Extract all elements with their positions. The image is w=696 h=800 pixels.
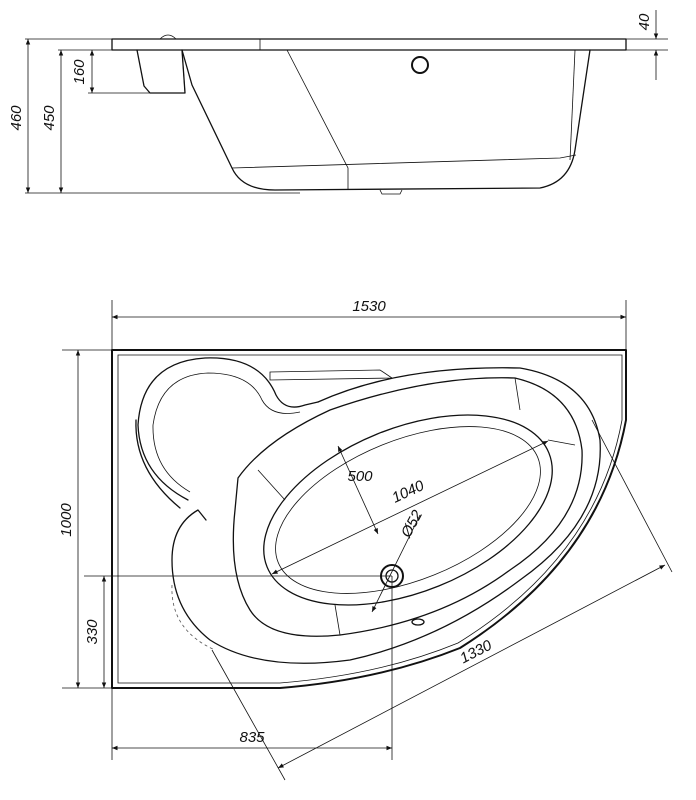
dim-rim-thickness: 40 bbox=[636, 13, 653, 30]
dim-length: 1530 bbox=[352, 298, 386, 315]
dim-offset: 330 bbox=[84, 619, 101, 645]
side-view: 460 450 160 40 bbox=[8, 10, 668, 195]
tub-outer-shell bbox=[111, 349, 627, 689]
headrest-loop bbox=[137, 357, 319, 501]
dim-total-height: 460 bbox=[8, 105, 25, 131]
dim-tub-height: 450 bbox=[41, 105, 58, 131]
dim-apron-height: 160 bbox=[71, 59, 88, 85]
dim-diagonal: 1330 bbox=[457, 637, 495, 668]
tub-body bbox=[181, 49, 591, 191]
tub-inner-step bbox=[232, 377, 583, 637]
tub-apron bbox=[136, 49, 186, 94]
tub-inner-basin bbox=[263, 414, 553, 606]
dim-drain-diameter: Ø52 bbox=[397, 507, 426, 541]
tub-rim bbox=[111, 38, 627, 51]
overflow-hole bbox=[411, 56, 429, 74]
top-view: 1530 1000 330 835 1330 1040 500 Ø52 bbox=[58, 298, 673, 781]
dim-inner-width: 500 bbox=[347, 468, 373, 485]
dim-width: 1000 bbox=[58, 503, 75, 537]
